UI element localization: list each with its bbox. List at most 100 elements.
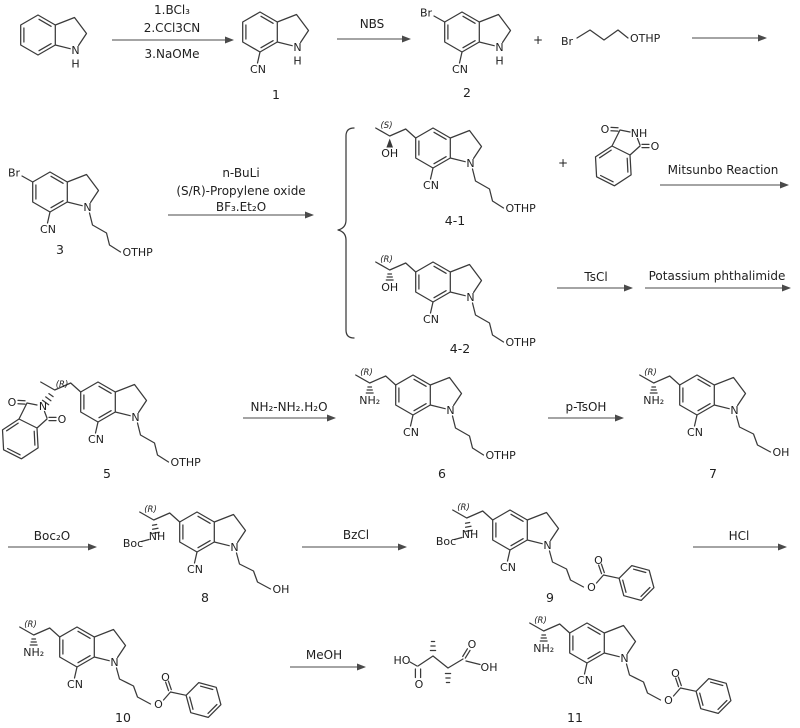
atom-label-n: N xyxy=(293,41,301,54)
reagent-step1-line1: 1.BCl₃ xyxy=(154,3,190,17)
atom-label-nh2: NH₂ xyxy=(23,646,44,659)
carbonyl-double-bond xyxy=(462,648,471,659)
structure-indoline-start: N H xyxy=(20,14,88,71)
atom-label-n: N xyxy=(495,41,503,54)
reagent-step5a: TsCl xyxy=(583,270,607,284)
atom-label-othp: OTHP xyxy=(171,456,202,469)
cn-bond xyxy=(256,51,261,64)
stereo-label-r: (R) xyxy=(457,503,470,513)
compound-11-structure: (R) NH₂ N CN O O xyxy=(529,616,732,715)
acid-chain-bonds xyxy=(409,655,481,669)
atom-label-cn: CN xyxy=(250,63,266,76)
atom-label-nh2: NH₂ xyxy=(533,642,554,655)
reagent-step9: BzCl xyxy=(343,528,369,542)
stereo-label-r: (R) xyxy=(644,368,657,378)
cn-bond xyxy=(429,167,434,180)
atom-label-n: N xyxy=(131,411,139,424)
atom-label-cn: CN xyxy=(88,433,104,446)
compound-1-structure: N H CN xyxy=(242,11,310,76)
compound-number-2: 2 xyxy=(463,85,471,100)
n-propyl-chain xyxy=(88,212,122,253)
stereo-label-r: (R) xyxy=(56,380,69,390)
benzoate-group: O O xyxy=(587,554,655,602)
cn-bond xyxy=(73,666,78,679)
atom-label-othp: OTHP xyxy=(506,336,537,349)
atom-label-oh: OH xyxy=(773,446,790,459)
stereo-hash-methyl xyxy=(429,640,437,652)
reagent-step1-line2: 2.CCl3CN xyxy=(144,21,201,35)
atom-label-boc: Boc xyxy=(123,537,143,550)
n-propyl-chain xyxy=(115,667,152,705)
benzoate-skeleton xyxy=(595,563,655,602)
atom-label-o: O xyxy=(154,698,163,711)
reagent-step5b: Potassium phthalimide xyxy=(649,269,786,283)
compound-5-structure: (R) N O O N CN OTHP xyxy=(1,380,202,469)
atom-label-o: O xyxy=(587,581,596,594)
atom-label-o: O xyxy=(671,667,680,680)
cn-bond xyxy=(458,51,463,64)
atom-label-br: Br xyxy=(561,35,574,48)
atom-label-o: O xyxy=(415,678,424,691)
atom-label-oh: OH xyxy=(273,583,290,596)
atom-label-n: N xyxy=(39,400,47,413)
atom-label-othp: OTHP xyxy=(630,32,661,45)
stereo-label-s: (S) xyxy=(380,121,392,131)
compound-number-1: 1 xyxy=(272,87,280,102)
atom-label-cn: CN xyxy=(452,63,468,76)
n-propyl-chain xyxy=(471,302,505,343)
propyl-chain-bonds xyxy=(576,29,629,41)
atom-label-nh2: NH₂ xyxy=(643,394,664,407)
atom-label-othp: OTHP xyxy=(486,449,517,462)
compound-9-structure: (R) NH Boc N CN O O xyxy=(436,503,655,602)
compound-10-structure: (R) NH₂ N CN O O xyxy=(19,620,222,719)
stereo-hash-bond xyxy=(29,638,38,646)
atom-label-n: N xyxy=(83,201,91,214)
atom-label-o: O xyxy=(161,671,170,684)
n-propyl-chain xyxy=(471,168,505,209)
n-propyl-chain xyxy=(735,415,772,453)
cn-bond xyxy=(693,414,698,427)
atom-label-cn: CN xyxy=(500,561,516,574)
n-propyl-chain xyxy=(235,552,272,590)
atom-label-boc: Boc xyxy=(436,535,456,548)
compound-8-structure: (R) NH Boc N CN OH xyxy=(123,505,290,596)
atom-label-o: O xyxy=(468,638,477,651)
atom-label-h: H xyxy=(495,55,503,68)
atom-label-h: H xyxy=(293,55,301,68)
compound-number-4-1: 4-1 xyxy=(445,213,465,228)
compound-number-3: 3 xyxy=(56,242,64,257)
phthalimide-skeleton xyxy=(1,399,57,460)
atom-label-oh: OH xyxy=(381,147,398,160)
stereo-label-r: (R) xyxy=(24,620,37,630)
fragment-bromopropyl-othp: Br OTHP xyxy=(561,29,661,48)
reagent-step2: NBS xyxy=(360,17,385,31)
compound-3-structure: N CN Br OTHP xyxy=(8,167,153,260)
atom-label-cn: CN xyxy=(187,563,203,576)
atom-label-cn: CN xyxy=(577,674,593,687)
reagent-step6: NH₂-NH₂.H₂O xyxy=(250,400,327,414)
compound-number-6: 6 xyxy=(438,466,446,481)
atom-label-n: N xyxy=(230,541,238,554)
stereo-wedge-bond xyxy=(386,138,393,148)
reagent-step3-line2: (S/R)-Propylene oxide xyxy=(176,184,305,198)
atom-label-nh: NH xyxy=(631,127,648,140)
compound-number-5: 5 xyxy=(103,466,111,481)
compound-number-4-2: 4-2 xyxy=(450,341,470,356)
compound-4-1-structure: (S) OH N CN OTHP xyxy=(375,121,536,215)
atom-label-othp: OTHP xyxy=(123,246,154,259)
structure-phthalimide: NH O O xyxy=(594,123,660,187)
reagent-step7: p-TsOH xyxy=(566,400,607,414)
atom-label-n: N xyxy=(543,539,551,552)
reagent-step4: Mitsunbo Reaction xyxy=(668,163,779,177)
atom-label-br: Br xyxy=(8,167,21,180)
stereo-label-r: (R) xyxy=(534,616,547,626)
grouping-brace xyxy=(337,127,355,339)
compound-2-structure: N H CN Br xyxy=(420,7,512,76)
boc-nh-bond xyxy=(140,538,150,543)
atom-label-n: N xyxy=(466,157,474,170)
reagent-step3-line1: n-BuLi xyxy=(222,166,259,180)
atom-label-oh: OH xyxy=(381,281,398,294)
atom-label-cn: CN xyxy=(67,678,83,691)
compound-number-8: 8 xyxy=(201,590,209,605)
